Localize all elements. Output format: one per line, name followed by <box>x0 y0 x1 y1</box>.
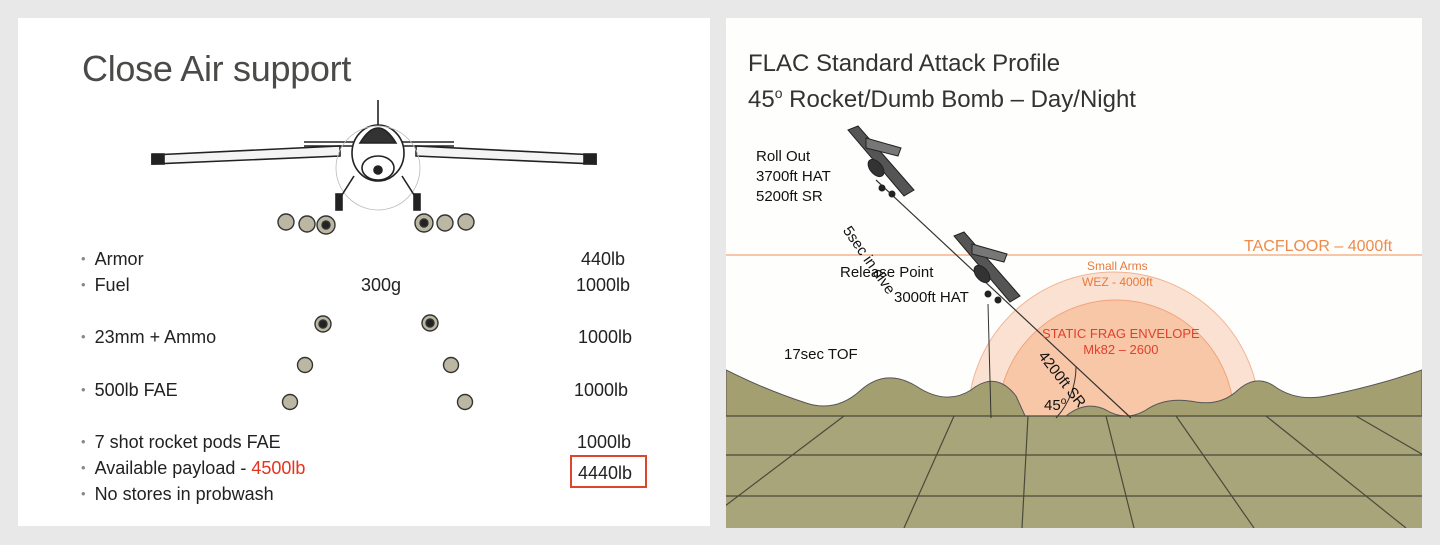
gun-pods-icon <box>314 314 439 333</box>
aircraft-front-view-icon <box>151 100 597 211</box>
aircraft-roll-out-icon <box>847 125 915 198</box>
list-item-armor: •Armor <box>81 249 144 269</box>
wing-stores-icon <box>277 213 475 235</box>
attack-profile-panel: FLAC Standard Attack Profile 45o Rocket/… <box>726 18 1422 528</box>
list-item-23mm: •23mm + Ammo <box>81 327 217 347</box>
weight-23mm: 1000lb <box>578 327 633 347</box>
fuel-volume: 300g <box>361 275 402 295</box>
weight-fuel: 1000lb <box>576 275 631 295</box>
profile-title-line2: 45o Rocket/Dumb Bomb – Day/Night <box>748 85 1136 113</box>
aircraft-front-diagram <box>151 100 597 411</box>
terrain-ground <box>726 416 1422 528</box>
weight-fae: 1000lb <box>574 380 629 400</box>
dive-path-line <box>875 179 1132 419</box>
profile-title-line1: FLAC Standard Attack Profile <box>748 50 1061 77</box>
ground-grid <box>726 415 1422 528</box>
tof-label: 17sec TOF <box>784 346 858 363</box>
list-item-payload: •Available payload - 4500lb <box>81 458 306 478</box>
tacfloor-label: TACFLOOR – 4000ft <box>1244 238 1393 255</box>
angle-label: 45o <box>1044 396 1067 414</box>
payload-total-box: 4440lb <box>570 455 647 488</box>
panel-title: Close Air support <box>82 48 352 89</box>
list-item-no-stores: •No stores in probwash <box>81 484 274 504</box>
static-frag-label: STATIC FRAG ENVELOPE Mk82 – 2600 <box>1042 326 1200 357</box>
list-item-fuel: •Fuel <box>81 275 130 295</box>
fae-bombs-icon <box>281 356 474 411</box>
release-point-label: Release Point <box>840 264 934 281</box>
list-item-fae: •500lb FAE <box>81 380 178 400</box>
attack-profile-diagram <box>726 125 1422 528</box>
release-altitude-line <box>987 303 992 419</box>
release-hat-label: 3000ft HAT <box>894 289 969 306</box>
weight-armor: 440lb <box>581 249 626 269</box>
payload-value: 4500lb <box>251 458 306 478</box>
small-arms-label: Small Arms WEZ - 4000ft <box>1082 259 1153 289</box>
list-item-rocket-pods: •7 shot rocket pods FAE <box>81 432 281 452</box>
angle-arc <box>1055 365 1077 419</box>
static-frag-envelope-dome <box>997 299 1235 419</box>
terrain-hills <box>726 369 1422 419</box>
aircraft-release-icon <box>953 231 1021 304</box>
close-air-support-panel: Close Air support <box>18 18 710 526</box>
weight-rocket-pods: 1000lb <box>577 432 632 452</box>
roll-out-label: Roll Out 3700ft HAT 5200ft SR <box>756 148 831 205</box>
